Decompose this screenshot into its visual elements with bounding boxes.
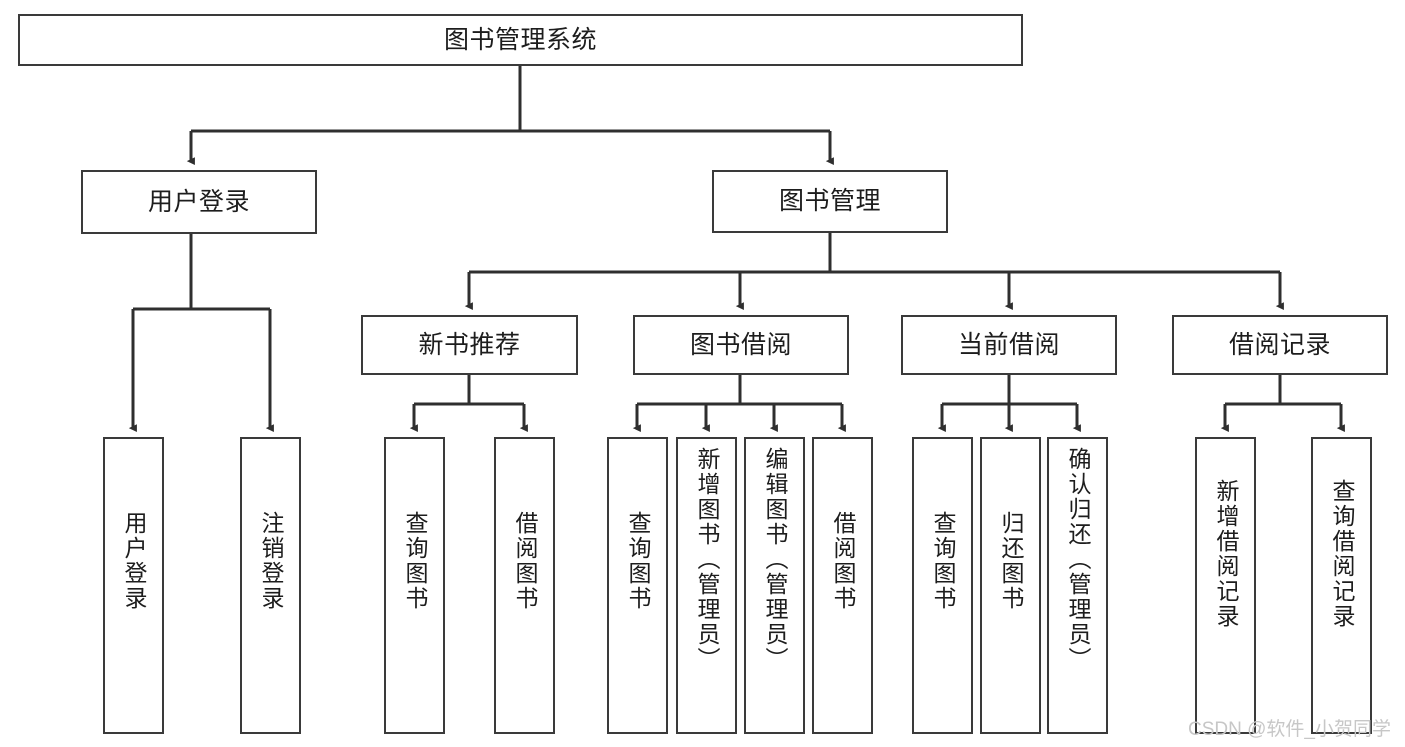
node-book-management[interactable]: 图书管理: [712, 170, 948, 233]
leaf-confirm-return-admin[interactable]: 确认归还（管理员）: [1047, 437, 1108, 734]
node-label: 新增借阅记录: [1213, 479, 1239, 629]
node-label: 确认归还（管理员）: [1065, 447, 1091, 672]
node-user-login[interactable]: 用户登录: [81, 170, 317, 234]
node-label: 图书管理系统: [443, 25, 597, 54]
leaf-edit-book-admin[interactable]: 编辑图书（管理员）: [744, 437, 805, 734]
node-label: 借阅图书: [830, 511, 856, 611]
leaf-logout[interactable]: 注销登录: [240, 437, 301, 734]
leaf-borrow-book[interactable]: 借阅图书: [812, 437, 873, 734]
leaf-borrow-books-new[interactable]: 借阅图书: [494, 437, 555, 734]
node-label: 用户登录: [147, 187, 250, 216]
node-label: 新书推荐: [418, 330, 521, 359]
leaf-add-borrow-record[interactable]: 新增借阅记录: [1195, 437, 1256, 734]
node-borrow-records[interactable]: 借阅记录: [1172, 315, 1388, 375]
node-label: 借阅图书: [512, 511, 538, 611]
node-label: 归还图书: [998, 511, 1024, 611]
node-current-borrow[interactable]: 当前借阅: [901, 315, 1117, 375]
node-label: 查询图书: [930, 511, 956, 611]
node-label: 查询图书: [625, 511, 651, 611]
node-label: 当前借阅: [957, 330, 1060, 359]
leaf-query-borrow-record[interactable]: 查询借阅记录: [1311, 437, 1372, 734]
node-label: 编辑图书（管理员）: [762, 447, 788, 672]
node-label: 查询图书: [402, 511, 428, 611]
node-root-book-management-system[interactable]: 图书管理系统: [18, 14, 1023, 66]
csdn-watermark: CSDN @软件_小贺同学: [1188, 719, 1391, 740]
leaf-return-book[interactable]: 归还图书: [980, 437, 1041, 734]
node-label: 图书管理: [778, 187, 881, 215]
node-new-book-recommendation[interactable]: 新书推荐: [361, 315, 578, 375]
leaf-query-books-current[interactable]: 查询图书: [912, 437, 973, 734]
node-label: 新增图书（管理员）: [694, 447, 720, 672]
node-label: 图书借阅: [689, 330, 792, 359]
leaf-query-books-borrow[interactable]: 查询图书: [607, 437, 668, 734]
node-label: 借阅记录: [1228, 330, 1331, 359]
node-label: 用户登录: [121, 511, 147, 611]
node-book-borrow[interactable]: 图书借阅: [633, 315, 849, 375]
leaf-user-login[interactable]: 用户登录: [103, 437, 164, 734]
node-label: 注销登录: [258, 511, 284, 611]
node-label: 查询借阅记录: [1329, 479, 1355, 629]
leaf-add-book-admin[interactable]: 新增图书（管理员）: [676, 437, 737, 734]
leaf-query-books-new[interactable]: 查询图书: [384, 437, 445, 734]
